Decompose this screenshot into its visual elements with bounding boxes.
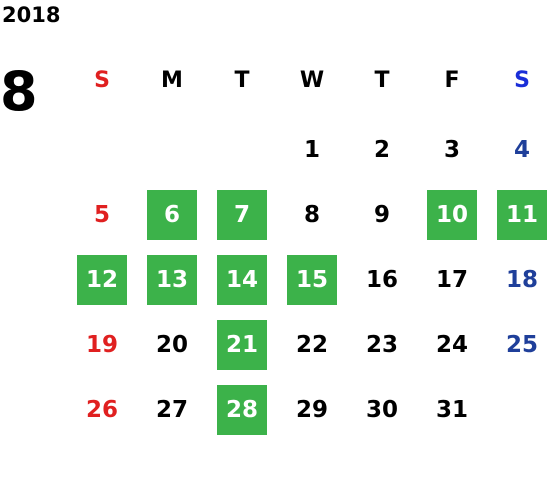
highlighted-day-cell[interactable]: 15 (287, 255, 337, 305)
day-cell[interactable]: 18 (505, 267, 538, 293)
day-cell[interactable]: 24 (435, 332, 468, 358)
day-cell[interactable]: 3 (443, 137, 460, 163)
day-cell[interactable]: 4 (513, 137, 530, 163)
highlighted-day-cell[interactable]: 28 (217, 385, 267, 435)
highlighted-day-cell[interactable]: 12 (77, 255, 127, 305)
day-cell[interactable]: 25 (505, 332, 538, 358)
year-label: 2018 (2, 3, 61, 27)
day-cell[interactable]: 5 (93, 202, 110, 228)
highlighted-day-cell[interactable]: 21 (217, 320, 267, 370)
day-cell[interactable]: 29 (295, 397, 328, 423)
day-cell[interactable]: 27 (155, 397, 188, 423)
highlighted-day-cell[interactable]: 10 (427, 190, 477, 240)
day-cell[interactable]: 17 (435, 267, 468, 293)
day-cell[interactable]: 23 (365, 332, 398, 358)
highlighted-day-cell[interactable]: 6 (147, 190, 197, 240)
weekday-header: T (374, 68, 390, 93)
day-cell[interactable]: 20 (155, 332, 188, 358)
day-cell[interactable]: 30 (365, 397, 398, 423)
day-cell[interactable]: 26 (85, 397, 118, 423)
day-cell[interactable]: 9 (373, 202, 390, 228)
day-cell[interactable]: 2 (373, 137, 390, 163)
day-cell[interactable]: 16 (365, 267, 398, 293)
month-number: 8 (0, 60, 38, 123)
weekday-header: S (514, 68, 530, 93)
weekday-header: F (444, 68, 460, 93)
highlighted-day-cell[interactable]: 13 (147, 255, 197, 305)
highlighted-day-cell[interactable]: 14 (217, 255, 267, 305)
day-cell[interactable]: 22 (295, 332, 328, 358)
weekday-header: M (161, 68, 183, 93)
day-cell[interactable]: 31 (435, 397, 468, 423)
highlighted-day-cell[interactable]: 11 (497, 190, 547, 240)
highlighted-day-cell[interactable]: 7 (217, 190, 267, 240)
day-cell[interactable]: 8 (303, 202, 320, 228)
day-cell[interactable]: 19 (85, 332, 118, 358)
weekday-header: T (234, 68, 250, 93)
weekday-header: W (299, 68, 325, 93)
day-cell[interactable]: 1 (303, 137, 320, 163)
weekday-header: S (94, 68, 110, 93)
